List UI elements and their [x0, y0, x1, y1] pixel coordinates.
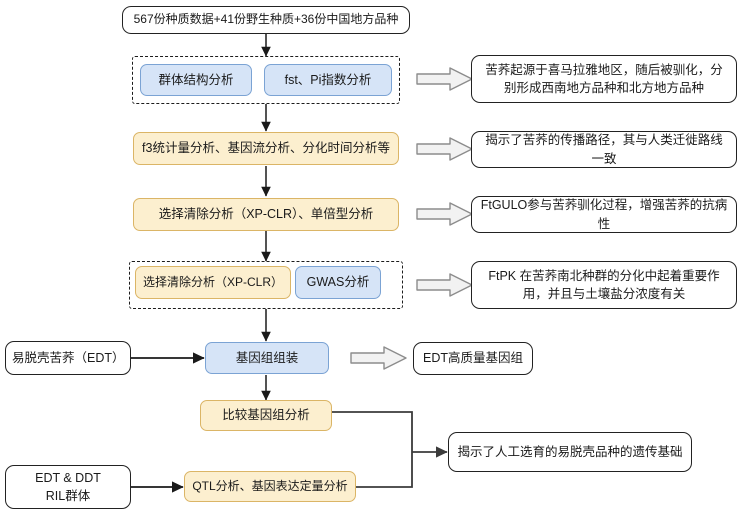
result-artificial-breeding[interactable]: 揭示了人工选育的易脱壳品种的遗传基础 [448, 432, 692, 472]
sweep-gwas-group [129, 261, 403, 309]
block-arrow-right-icon [416, 137, 473, 161]
node-germplasm-input[interactable]: 567份种质数据+41份野生种质+36份中国地方品种 [122, 6, 410, 34]
node-fst-pi[interactable]: fst、Pi指数分析 [264, 64, 392, 96]
result-origin[interactable]: 苦荞起源于喜马拉雅地区，随后被驯化，分别形成西南地方品种和北方地方品种 [471, 55, 737, 103]
node-gwas[interactable]: GWAS分析 [295, 266, 381, 299]
block-arrow-right-icon [350, 346, 407, 370]
node-selective-sweep-xpclr[interactable]: 选择清除分析（XP-CLR） [135, 266, 291, 299]
node-f3-statistics[interactable]: f3统计量分析、基因流分析、分化时间分析等 [133, 132, 399, 165]
population-analysis-group [132, 56, 400, 104]
node-selective-sweep-haplotype[interactable]: 选择清除分析（XP-CLR）、单倍型分析 [133, 198, 399, 231]
result-edt-genome[interactable]: EDT高质量基因组 [413, 342, 533, 375]
result-spread-route[interactable]: 揭示了苦荞的传播路径，其与人类迁徙路线一致 [471, 131, 737, 168]
node-population-structure[interactable]: 群体结构分析 [140, 64, 252, 96]
node-qtl-analysis[interactable]: QTL分析、基因表达定量分析 [184, 471, 356, 502]
node-edt-input[interactable]: 易脱壳苦荞（EDT） [5, 341, 131, 375]
block-arrow-right-icon [416, 202, 473, 226]
block-arrow-right-icon [416, 67, 473, 91]
block-arrow-right-icon [416, 273, 473, 297]
node-ril-population[interactable]: EDT & DDT RIL群体 [5, 465, 131, 509]
result-ftgulo[interactable]: FtGULO参与苦荞驯化过程，增强苦荞的抗病性 [471, 196, 737, 233]
node-comparative-genomics[interactable]: 比较基因组分析 [200, 400, 332, 431]
node-genome-assembly[interactable]: 基因组组装 [205, 342, 329, 374]
result-ftpk[interactable]: FtPK 在苦荞南北种群的分化中起着重要作用，并且与土壤盐分浓度有关 [471, 261, 737, 309]
